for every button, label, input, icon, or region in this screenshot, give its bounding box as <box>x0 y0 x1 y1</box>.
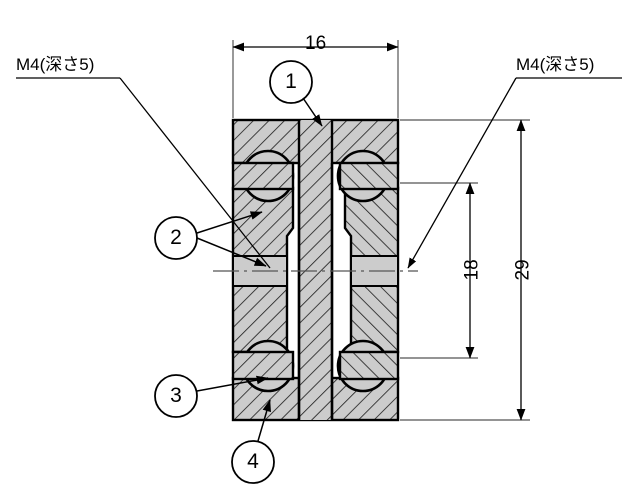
balloon-label-4: 4 <box>247 450 259 473</box>
balloon-1[interactable] <box>269 60 323 127</box>
retainer-plate-bottom-left <box>231 350 295 381</box>
dimension-width-16 <box>232 40 399 118</box>
retainer-plate-bottom-right <box>338 350 400 381</box>
dimension-height-29 <box>400 119 530 421</box>
balloon-label-2: 2 <box>170 226 182 249</box>
retainer-plate-top-right <box>338 161 400 191</box>
dimension-label-outer-height: 29 <box>512 259 534 281</box>
retainer-plate-top-left <box>231 161 295 191</box>
balloon-4[interactable] <box>231 399 275 484</box>
dimension-label-width: 16 <box>305 33 327 54</box>
balloon-3[interactable] <box>154 374 269 418</box>
dimension-height-18 <box>400 182 478 359</box>
note-m4-left: M4(深さ5) <box>16 55 95 74</box>
balloon-2[interactable] <box>154 211 267 267</box>
leader-note-right <box>407 77 622 269</box>
balloon-label-1: 1 <box>285 70 297 93</box>
leader-note-left <box>16 77 271 269</box>
dimension-label-inner-height: 18 <box>461 259 483 281</box>
center-rail <box>297 120 334 420</box>
balloon-label-3: 3 <box>170 384 182 407</box>
note-m4-right: M4(深さ5) <box>516 55 595 74</box>
